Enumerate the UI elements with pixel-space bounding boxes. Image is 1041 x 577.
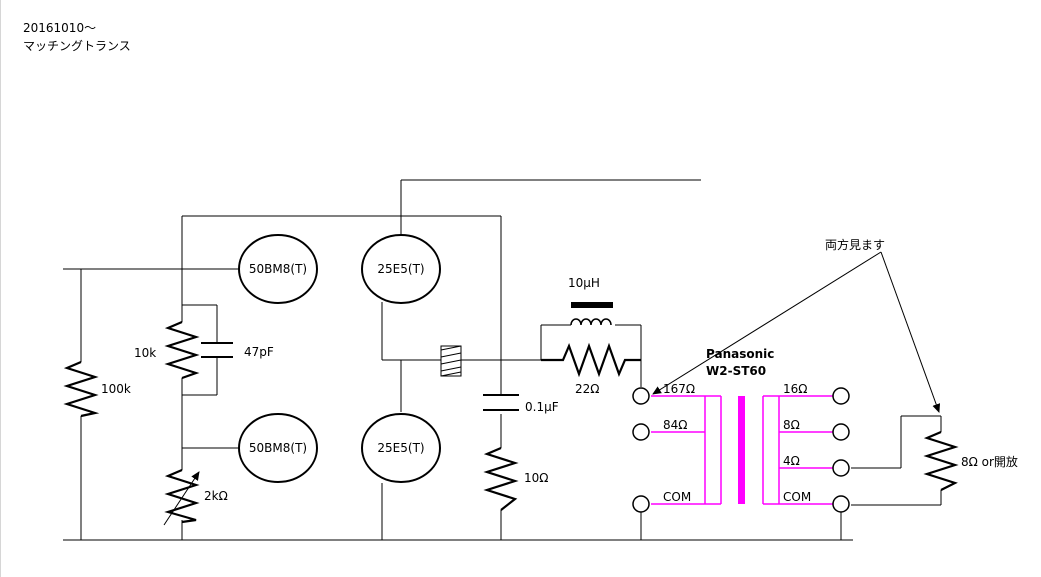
annotation-text: 両方見ます (825, 237, 885, 252)
terminal-167 (632, 387, 650, 405)
resistor-10 (483, 446, 519, 511)
terminal-84 (632, 423, 650, 441)
label-100k: 100k (101, 382, 131, 396)
tap-8: 8Ω (783, 418, 800, 432)
annotation-arrow-left (652, 251, 882, 395)
resistor-100k (63, 360, 100, 418)
label-47pf: 47pF (244, 345, 274, 359)
inductor-10uH (570, 302, 613, 326)
wires (63, 179, 942, 541)
tap-com-secondary: COM (783, 490, 811, 504)
label-01uf: 0.1μF (525, 400, 559, 414)
load-resistor (923, 430, 959, 491)
variable-resistor-2k (164, 468, 200, 524)
tubes (238, 234, 441, 483)
terminal-16 (832, 387, 850, 405)
terminals (632, 387, 850, 513)
terminal-com-secondary (832, 495, 850, 513)
capacitors (201, 342, 519, 411)
label-22ohm: 22Ω (575, 382, 599, 396)
title-note: マッチングトランス (23, 39, 131, 53)
label-10ohm: 10Ω (524, 471, 548, 485)
resistor-10k (164, 320, 200, 380)
tube-bottom-right (361, 413, 441, 483)
tap-16: 16Ω (783, 382, 807, 396)
label-10k: 10k (134, 346, 156, 360)
tube-top-left (238, 234, 318, 304)
transformer-maker: Panasonic (706, 347, 774, 361)
transformer-model: W2-ST60 (706, 364, 766, 378)
tap-167: 167Ω (663, 382, 695, 396)
tube-bottom-left-label: 50BM8(T) (249, 441, 307, 455)
terminal-com-primary (632, 495, 650, 513)
resistor-22 (541, 342, 641, 378)
tube-top-right (361, 234, 441, 304)
tap-4: 4Ω (783, 454, 800, 468)
vr-arrow (163, 471, 200, 526)
label-2k: 2kΩ (204, 489, 228, 503)
tube-top-left-label: 50BM8(T) (249, 262, 307, 276)
terminal-4 (832, 459, 850, 477)
label-load: 8Ω or開放 (961, 454, 1018, 469)
date-note: 20161010〜 (23, 21, 97, 35)
label-10uH: 10μH (568, 276, 600, 290)
ferrite-bead (440, 345, 462, 377)
tube-bottom-right-label: 25E5(T) (377, 441, 424, 455)
tap-com-primary: COM (663, 490, 691, 504)
terminal-8 (832, 423, 850, 441)
tube-top-right-label: 25E5(T) (377, 262, 424, 276)
tube-bottom-left (238, 413, 318, 483)
tap-84: 84Ω (663, 418, 687, 432)
transformer-core (738, 396, 745, 504)
annotation-arrow-right (880, 251, 941, 413)
transformer-wiring (651, 395, 833, 505)
